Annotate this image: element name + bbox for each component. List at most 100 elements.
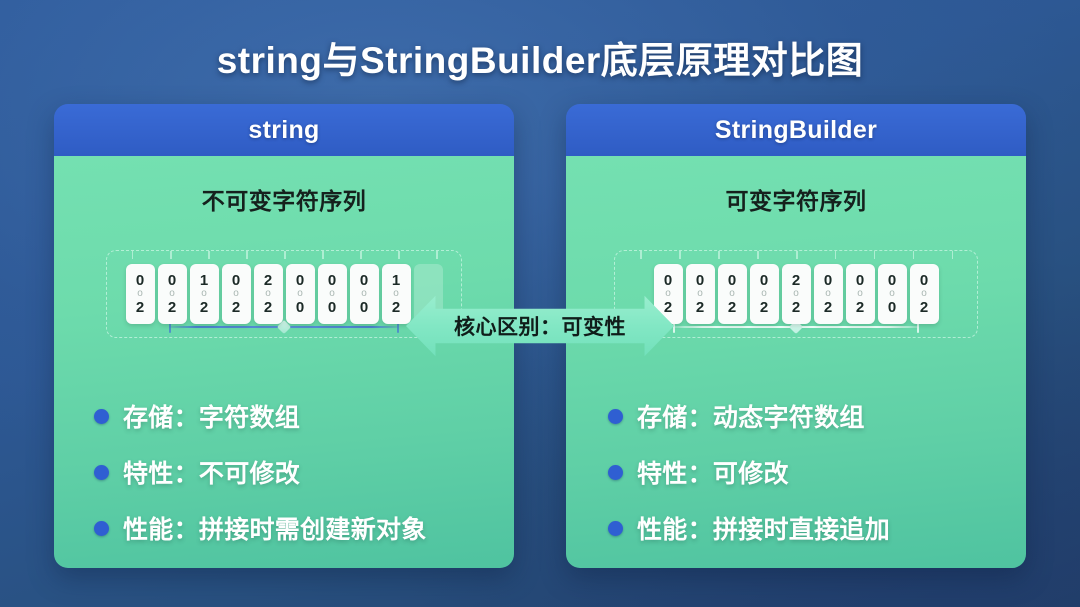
panel-string-header-label: string bbox=[248, 115, 320, 144]
string-array-frame bbox=[106, 250, 462, 338]
array-cell-glyph: 2 bbox=[663, 299, 673, 316]
array-cell-glyph: o bbox=[857, 288, 863, 299]
array-cell-glyph: 2 bbox=[135, 299, 145, 316]
array-cell-glyph: 0 bbox=[135, 272, 145, 289]
array-cell-glyph: o bbox=[793, 288, 799, 299]
array-cell-glyph: o bbox=[137, 288, 143, 299]
string-bullet-list: 存储：字符数组特性：不可修改性能：拼接时需创建新对象 bbox=[54, 388, 514, 556]
string-array-ticks bbox=[113, 251, 455, 259]
array-cell-glyph: 1 bbox=[391, 272, 401, 289]
array-cell-glyph: 0 bbox=[855, 272, 865, 289]
array-cell-glyph: 0 bbox=[359, 299, 369, 316]
array-tick-mark bbox=[398, 251, 400, 259]
array-cell-glyph: 0 bbox=[359, 272, 369, 289]
stringbuilder-bullet-label: 存储：动态字符数组 bbox=[637, 404, 865, 432]
array-cell-glyph: o bbox=[761, 288, 767, 299]
array-cell-glyph: 0 bbox=[327, 272, 337, 289]
array-cell-glyph: o bbox=[169, 288, 175, 299]
key-difference-label: 核心区别：可变性 bbox=[454, 316, 626, 339]
bullet-dot-icon bbox=[94, 408, 109, 424]
array-tick-mark bbox=[246, 251, 248, 259]
baseline-cap-right bbox=[917, 321, 919, 333]
bullet-dot-icon bbox=[94, 520, 109, 536]
array-tick-mark bbox=[951, 251, 954, 259]
stringbuilder-bullet-label: 性能：拼接时直接追加 bbox=[637, 516, 891, 544]
array-cell-glyph: 2 bbox=[727, 299, 737, 316]
array-cell-glyph: 0 bbox=[887, 272, 897, 289]
stringbuilder-bullet-item: 性能：拼接时直接追加 bbox=[608, 500, 1026, 556]
page-title: string与StringBuilder底层原理对比图 bbox=[216, 40, 864, 81]
array-cell-glyph: o bbox=[889, 288, 895, 299]
array-cell-glyph: 2 bbox=[919, 299, 929, 316]
array-tick-mark bbox=[131, 251, 134, 259]
stringbuilder-array-ticks bbox=[621, 251, 971, 259]
bullet-dot-icon bbox=[608, 464, 623, 480]
array-cell-glyph: 0 bbox=[295, 272, 305, 289]
string-array-baseline bbox=[169, 319, 399, 335]
string-bullet-item: 存储：字符数组 bbox=[94, 388, 514, 444]
array-tick-mark bbox=[718, 251, 720, 259]
array-cell-glyph: o bbox=[921, 288, 927, 299]
array-tick-mark bbox=[679, 251, 681, 259]
array-cell-glyph: 0 bbox=[663, 272, 673, 289]
array-cell-glyph: 2 bbox=[391, 299, 401, 316]
array-cell-glyph: 2 bbox=[167, 299, 177, 316]
bullet-dot-icon bbox=[608, 520, 623, 536]
array-cell-glyph: o bbox=[265, 288, 271, 299]
array-cell-glyph: 0 bbox=[295, 299, 305, 316]
array-cell-glyph: o bbox=[729, 288, 735, 299]
array-cell-glyph: o bbox=[665, 288, 671, 299]
array-cell-glyph: 0 bbox=[759, 272, 769, 289]
array-tick-mark bbox=[757, 251, 759, 259]
array-cell-glyph: 2 bbox=[263, 272, 273, 289]
panel-stringbuilder-subtitle: 可变字符序列 bbox=[725, 188, 867, 214]
array-cell-glyph: o bbox=[361, 288, 367, 299]
array-cell-glyph: o bbox=[393, 288, 399, 299]
bullet-dot-icon bbox=[608, 408, 623, 424]
array-cell-glyph: o bbox=[297, 288, 303, 299]
panel-string-subtitle: 不可变字符序列 bbox=[201, 188, 367, 214]
array-cell-glyph: 2 bbox=[199, 299, 209, 316]
panel-stringbuilder-header-label: StringBuilder bbox=[714, 115, 878, 144]
array-cell-glyph: 2 bbox=[855, 299, 865, 316]
array-tick-mark bbox=[322, 251, 324, 259]
panel-string-header: string bbox=[54, 104, 514, 156]
array-cell-glyph: 0 bbox=[167, 272, 177, 289]
array-tick-mark bbox=[873, 251, 876, 259]
string-bullet-label: 性能：拼接时需创建新对象 bbox=[123, 516, 427, 544]
array-cell-glyph: 2 bbox=[263, 299, 273, 316]
array-tick-mark bbox=[436, 251, 438, 259]
array-cell-glyph: 2 bbox=[231, 299, 241, 316]
array-cell-glyph: 2 bbox=[823, 299, 833, 316]
panel-stringbuilder-header: StringBuilder bbox=[566, 104, 1026, 156]
stringbuilder-array-frame bbox=[614, 250, 978, 338]
array-tick-mark bbox=[284, 251, 286, 259]
array-tick-mark bbox=[796, 251, 798, 259]
array-cell-glyph: 2 bbox=[695, 299, 705, 316]
bullet-dot-icon bbox=[94, 464, 109, 480]
array-cell-glyph: o bbox=[329, 288, 335, 299]
stringbuilder-bullet-list: 存储：动态字符数组特性：可修改性能：拼接时直接追加 bbox=[566, 388, 1026, 556]
array-cell-glyph: o bbox=[697, 288, 703, 299]
array-tick-mark bbox=[208, 251, 210, 259]
stringbuilder-bullet-item: 特性：可修改 bbox=[608, 444, 1026, 500]
